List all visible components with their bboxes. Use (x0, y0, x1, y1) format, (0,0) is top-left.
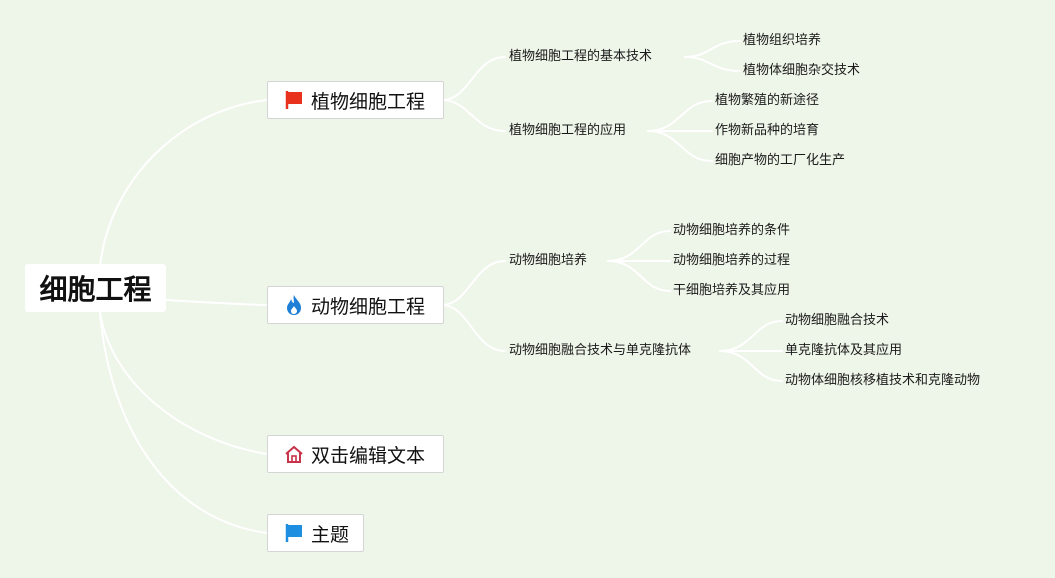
blue-flag-icon (283, 522, 305, 544)
main-topic-animal[interactable]: 动物细胞工程 (267, 286, 444, 324)
leaf-topic[interactable]: 动物体细胞核移植技术和克隆动物 (785, 373, 981, 388)
leaf-topic[interactable]: 植物繁殖的新途径 (715, 93, 820, 108)
main-topic-theme[interactable]: 主题 (267, 514, 364, 552)
leaf-topic[interactable]: 动物细胞培养的过程 (673, 253, 791, 268)
leaf-topic[interactable]: 动物细胞融合技术 (785, 313, 890, 328)
leaf-topic[interactable]: 动物细胞培养的条件 (673, 223, 791, 238)
red-flag-icon (283, 89, 305, 111)
central-topic[interactable]: 细胞工程 (25, 264, 166, 312)
leaf-topic[interactable]: 细胞产物的工厂化生产 (715, 153, 846, 168)
leaf-topic[interactable]: 干细胞培养及其应用 (673, 283, 791, 298)
leaf-topic[interactable]: 植物组织培养 (743, 33, 822, 48)
main-topic-edit[interactable]: 双击编辑文本 (267, 435, 444, 473)
main-topic-label: 主题 (311, 523, 350, 546)
subtopic-plant-basic[interactable]: 植物细胞工程的基本技术 (509, 49, 653, 64)
house-icon (283, 443, 305, 465)
main-topic-label: 双击编辑文本 (311, 444, 426, 467)
subtopic-animal-culture[interactable]: 动物细胞培养 (509, 253, 588, 268)
main-topic-plant[interactable]: 植物细胞工程 (267, 81, 444, 119)
subtopic-animal-fusion[interactable]: 动物细胞融合技术与单克隆抗体 (509, 343, 692, 358)
main-topic-label: 植物细胞工程 (311, 90, 426, 113)
leaf-topic[interactable]: 作物新品种的培育 (715, 123, 820, 138)
blue-fire-icon (283, 294, 305, 316)
leaf-topic[interactable]: 单克隆抗体及其应用 (785, 343, 903, 358)
main-topic-label: 动物细胞工程 (311, 295, 426, 318)
subtopic-plant-app[interactable]: 植物细胞工程的应用 (509, 123, 627, 138)
leaf-topic[interactable]: 植物体细胞杂交技术 (743, 63, 861, 78)
central-topic-label: 细胞工程 (39, 273, 152, 306)
